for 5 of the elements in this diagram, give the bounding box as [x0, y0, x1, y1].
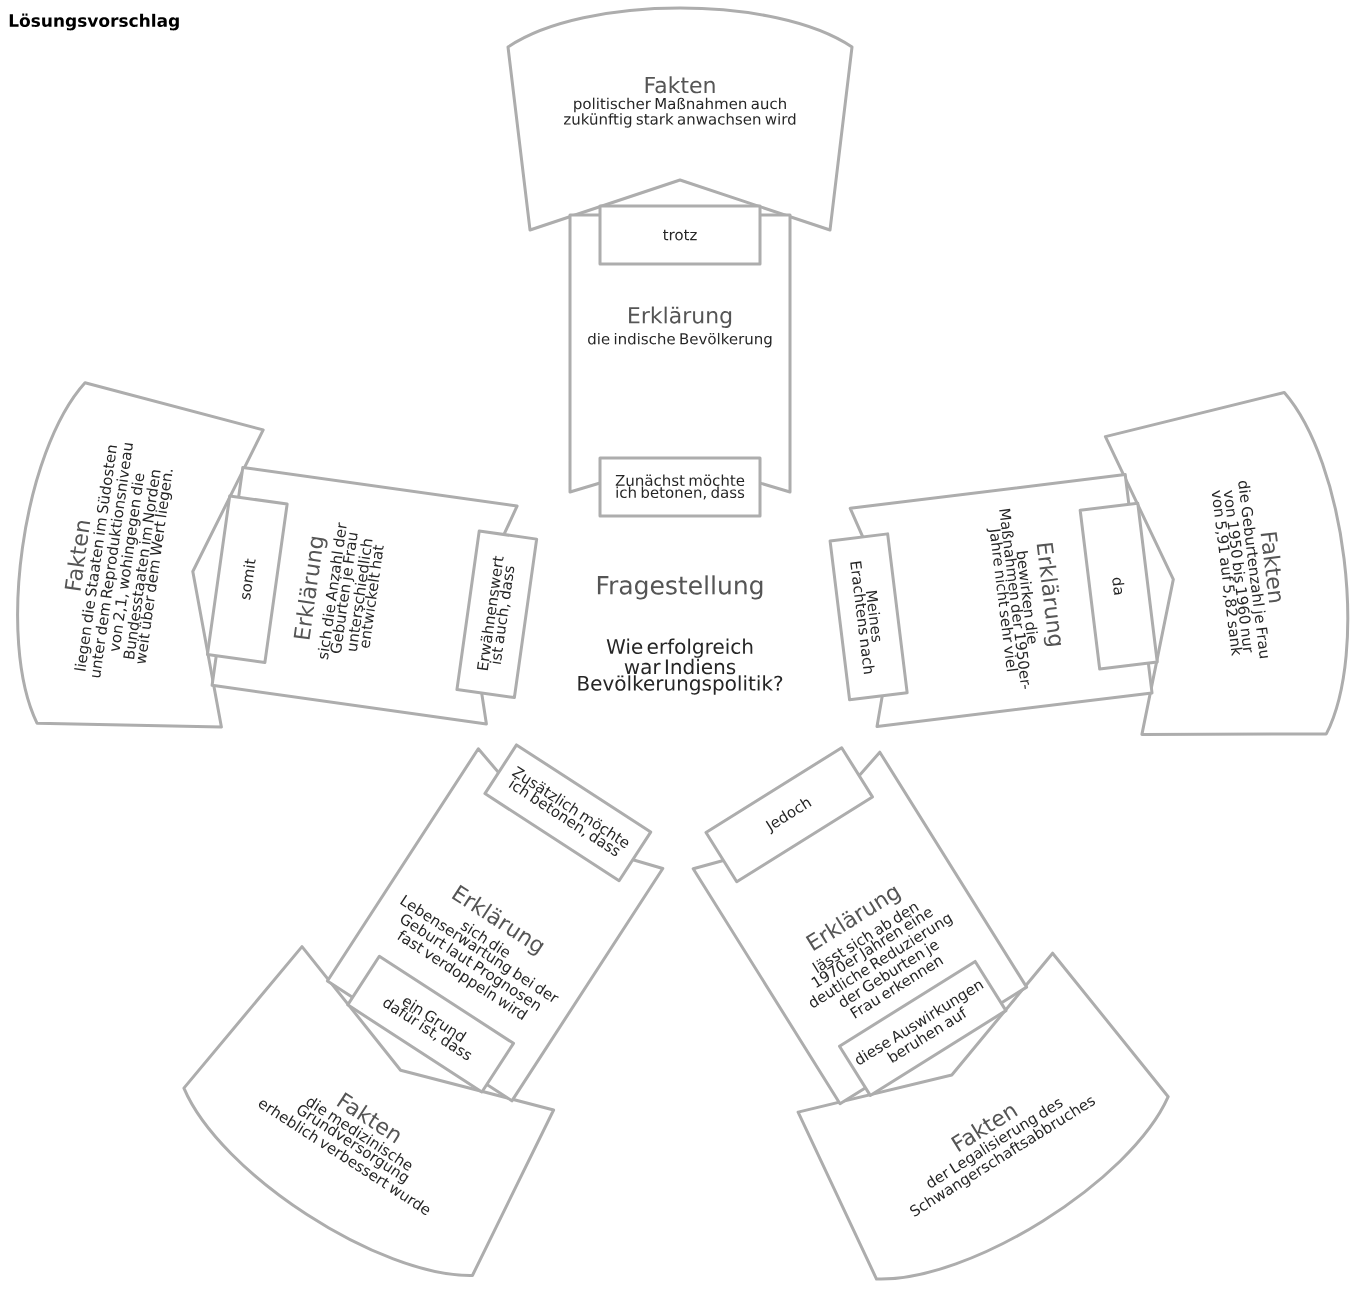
central-question: Fragestellung Wie erfolgreich war Indiens Bevölkerungspolitik?	[578, 575, 783, 695]
connective-box: Zunächst möchte ich betonen, dass	[598, 456, 762, 518]
connective-box: Meines Erachtens nach	[828, 532, 909, 702]
connective-box: trotz	[598, 204, 762, 266]
title: Lösungsvorschlag	[9, 13, 179, 31]
